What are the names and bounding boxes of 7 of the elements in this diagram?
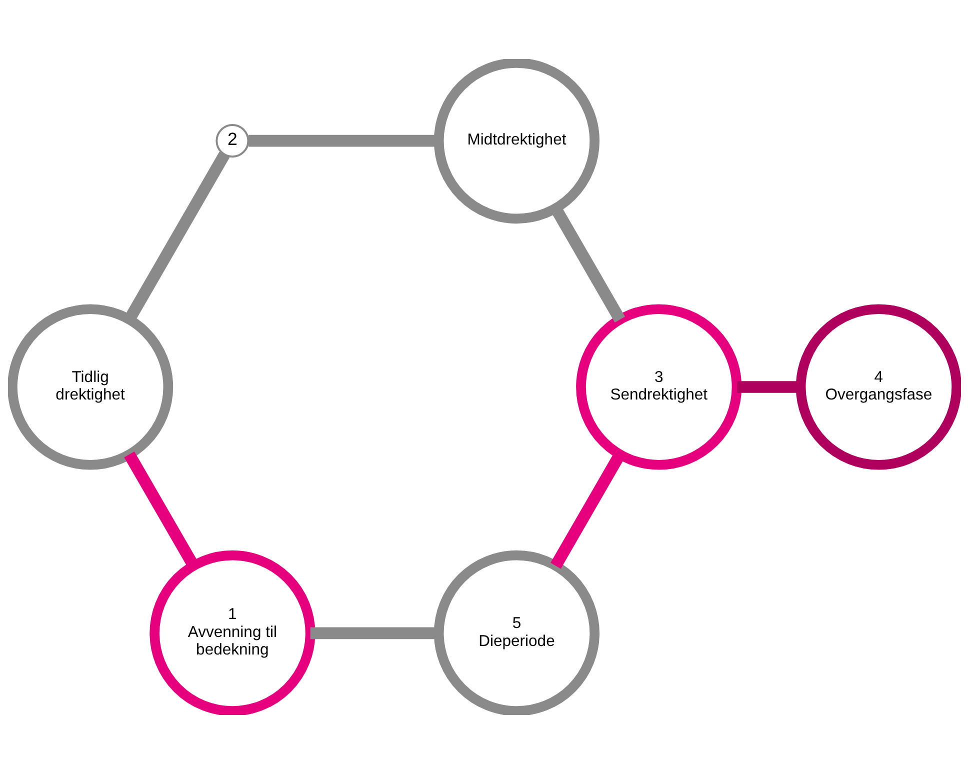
node-circle: 3 Sendrektighet	[576, 304, 742, 470]
node-circle: 2	[216, 124, 250, 158]
node-circle: Midtdrektighet	[434, 59, 600, 224]
node-circle: Tidlig drektighet	[8, 304, 174, 470]
node-circle: 1 Avvenning til bedekning	[150, 550, 316, 715]
node-circle: 5 Dieperiode	[434, 550, 600, 715]
node-circle: 4 Overgangsfase	[796, 304, 961, 470]
